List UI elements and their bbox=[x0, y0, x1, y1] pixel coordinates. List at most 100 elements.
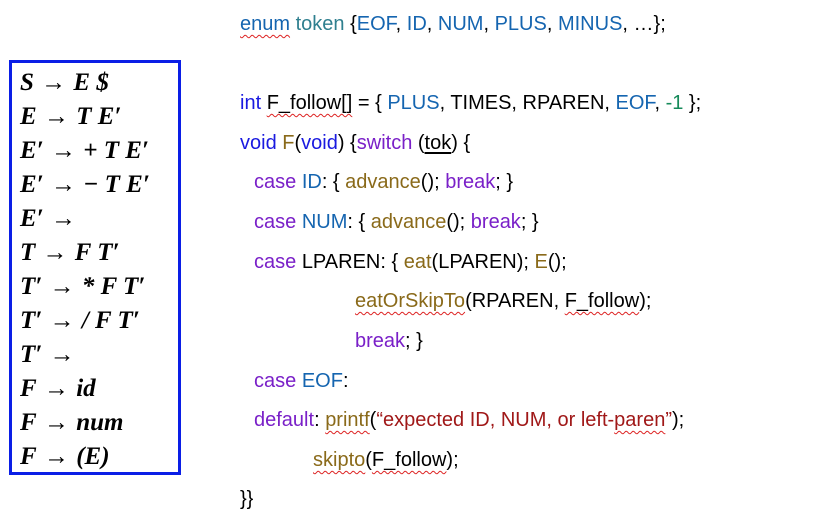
string: paren bbox=[614, 409, 666, 431]
code-line-default: default: printf(“expected ID, NUM, or le… bbox=[254, 407, 684, 433]
keyword: break bbox=[445, 171, 496, 193]
grammar-rule: F → id bbox=[20, 374, 96, 404]
rule-lhs: F bbox=[20, 375, 37, 402]
punct: , bbox=[546, 13, 558, 35]
punct: ( bbox=[294, 132, 302, 154]
punct: ( bbox=[369, 409, 377, 431]
punct: }} bbox=[240, 488, 254, 510]
keyword: break bbox=[355, 330, 406, 352]
punct: ) { bbox=[451, 132, 471, 154]
token: PLUS bbox=[494, 13, 547, 35]
rule-rhs: id bbox=[76, 375, 96, 402]
arrow-symbol: → bbox=[43, 375, 69, 402]
function-name: E bbox=[534, 251, 548, 273]
arrow-symbol: → bbox=[49, 273, 75, 300]
arrow-symbol: → bbox=[49, 307, 75, 334]
rule-lhs: E′ bbox=[20, 205, 44, 232]
function-name: advance bbox=[345, 171, 421, 193]
keyword: enum bbox=[240, 13, 291, 35]
punct: , bbox=[426, 13, 438, 35]
rule-rhs: F T′ bbox=[74, 239, 120, 266]
keyword: case bbox=[254, 251, 302, 273]
arrow-symbol: → bbox=[41, 69, 67, 96]
function-name: skipto bbox=[313, 449, 366, 471]
rule-rhs: − T E′ bbox=[83, 171, 150, 198]
function-name: printf bbox=[325, 409, 370, 431]
function-name: eat bbox=[403, 251, 432, 273]
grammar-rule: F → (E) bbox=[20, 442, 110, 472]
rule-lhs: T′ bbox=[20, 273, 43, 300]
rule-lhs: F bbox=[20, 443, 37, 470]
rule-lhs: T′ bbox=[20, 307, 43, 334]
grammar-rule: T → F T′ bbox=[20, 238, 120, 268]
rule-lhs: F bbox=[20, 409, 37, 436]
plain: LPAREN: { bbox=[301, 251, 404, 273]
type: void bbox=[301, 132, 338, 154]
grammar-rule: E′ → bbox=[20, 204, 83, 234]
keyword: case bbox=[254, 171, 302, 193]
identifier: tok bbox=[424, 132, 452, 154]
grammar-rule: T′ → * F T′ bbox=[20, 272, 145, 302]
punct: : { bbox=[321, 171, 346, 193]
identifier: F_follow bbox=[371, 449, 447, 471]
rule-rhs: * F T′ bbox=[81, 273, 146, 300]
rule-rhs: (E) bbox=[76, 443, 110, 470]
grammar-rule: T′ → / F T′ bbox=[20, 306, 140, 336]
string: “expected ID, NUM, or left- bbox=[376, 409, 615, 431]
rule-rhs: E $ bbox=[73, 69, 109, 96]
punct: : bbox=[314, 409, 326, 431]
function-name: eatOrSkipTo bbox=[355, 290, 466, 312]
arrow-symbol: → bbox=[49, 341, 75, 368]
rule-lhs: E′ bbox=[20, 171, 44, 198]
grammar-rule: E′ → + T E′ bbox=[20, 136, 149, 166]
string: ” bbox=[665, 409, 672, 431]
keyword: case bbox=[254, 370, 302, 392]
punct: ) { bbox=[337, 132, 357, 154]
rule-lhs: E′ bbox=[20, 137, 44, 164]
arrow-symbol: → bbox=[42, 239, 68, 266]
punct: : { bbox=[347, 211, 371, 233]
rule-rhs: + T E′ bbox=[83, 137, 149, 164]
identifier: F_follow bbox=[564, 290, 640, 312]
code-line-skipto: skipto(F_follow); bbox=[313, 447, 459, 473]
punct: = { bbox=[352, 92, 388, 114]
token: MINUS bbox=[557, 13, 623, 35]
arrow-symbol: → bbox=[43, 443, 69, 470]
rule-rhs: num bbox=[76, 409, 124, 436]
code-line-enum: enum token {EOF, ID, NUM, PLUS, MINUS, …… bbox=[240, 11, 666, 37]
punct: : bbox=[342, 370, 349, 392]
grammar-rule: T′ → bbox=[20, 340, 82, 370]
punct: ( bbox=[412, 132, 425, 154]
code-line-break: break; } bbox=[355, 328, 423, 354]
punct: , bbox=[395, 13, 407, 35]
arrow-symbol: → bbox=[50, 205, 76, 232]
number: -1 bbox=[665, 92, 684, 114]
code-line-eatorskipto: eatOrSkipTo(RPAREN, F_follow); bbox=[355, 288, 651, 314]
token: ID bbox=[301, 171, 322, 193]
code-line-case-id: case ID: { advance(); break; } bbox=[254, 169, 513, 195]
plain: , TIMES, RPAREN, bbox=[439, 92, 616, 114]
code-line-case-eof: case EOF: bbox=[254, 368, 349, 394]
punct: }; bbox=[683, 92, 702, 114]
grammar-rule: S → E $ bbox=[20, 68, 109, 98]
code-line-case-lparen: case LPAREN: { eat(LPAREN); E(); bbox=[254, 249, 567, 275]
code-line-close: }} bbox=[240, 486, 253, 512]
type: void bbox=[240, 132, 283, 154]
rule-lhs: T bbox=[20, 239, 36, 266]
punct: ); bbox=[446, 449, 459, 471]
identifier: F_follow[] bbox=[266, 92, 353, 114]
punct: , bbox=[483, 13, 495, 35]
punct: ; } bbox=[495, 171, 514, 193]
grammar-rule: E → T E′ bbox=[20, 102, 121, 132]
rule-lhs: S bbox=[20, 69, 34, 96]
punct: (); bbox=[446, 211, 471, 233]
arrow-symbol: → bbox=[43, 103, 69, 130]
rule-lhs: T′ bbox=[20, 341, 43, 368]
punct: (LPAREN); bbox=[431, 251, 535, 273]
punct: (); bbox=[547, 251, 567, 273]
token: EOF bbox=[615, 92, 655, 114]
punct: ; } bbox=[520, 211, 539, 233]
type-name: token bbox=[290, 13, 351, 35]
arrow-symbol: → bbox=[50, 171, 76, 198]
rule-rhs: T E′ bbox=[76, 103, 122, 130]
